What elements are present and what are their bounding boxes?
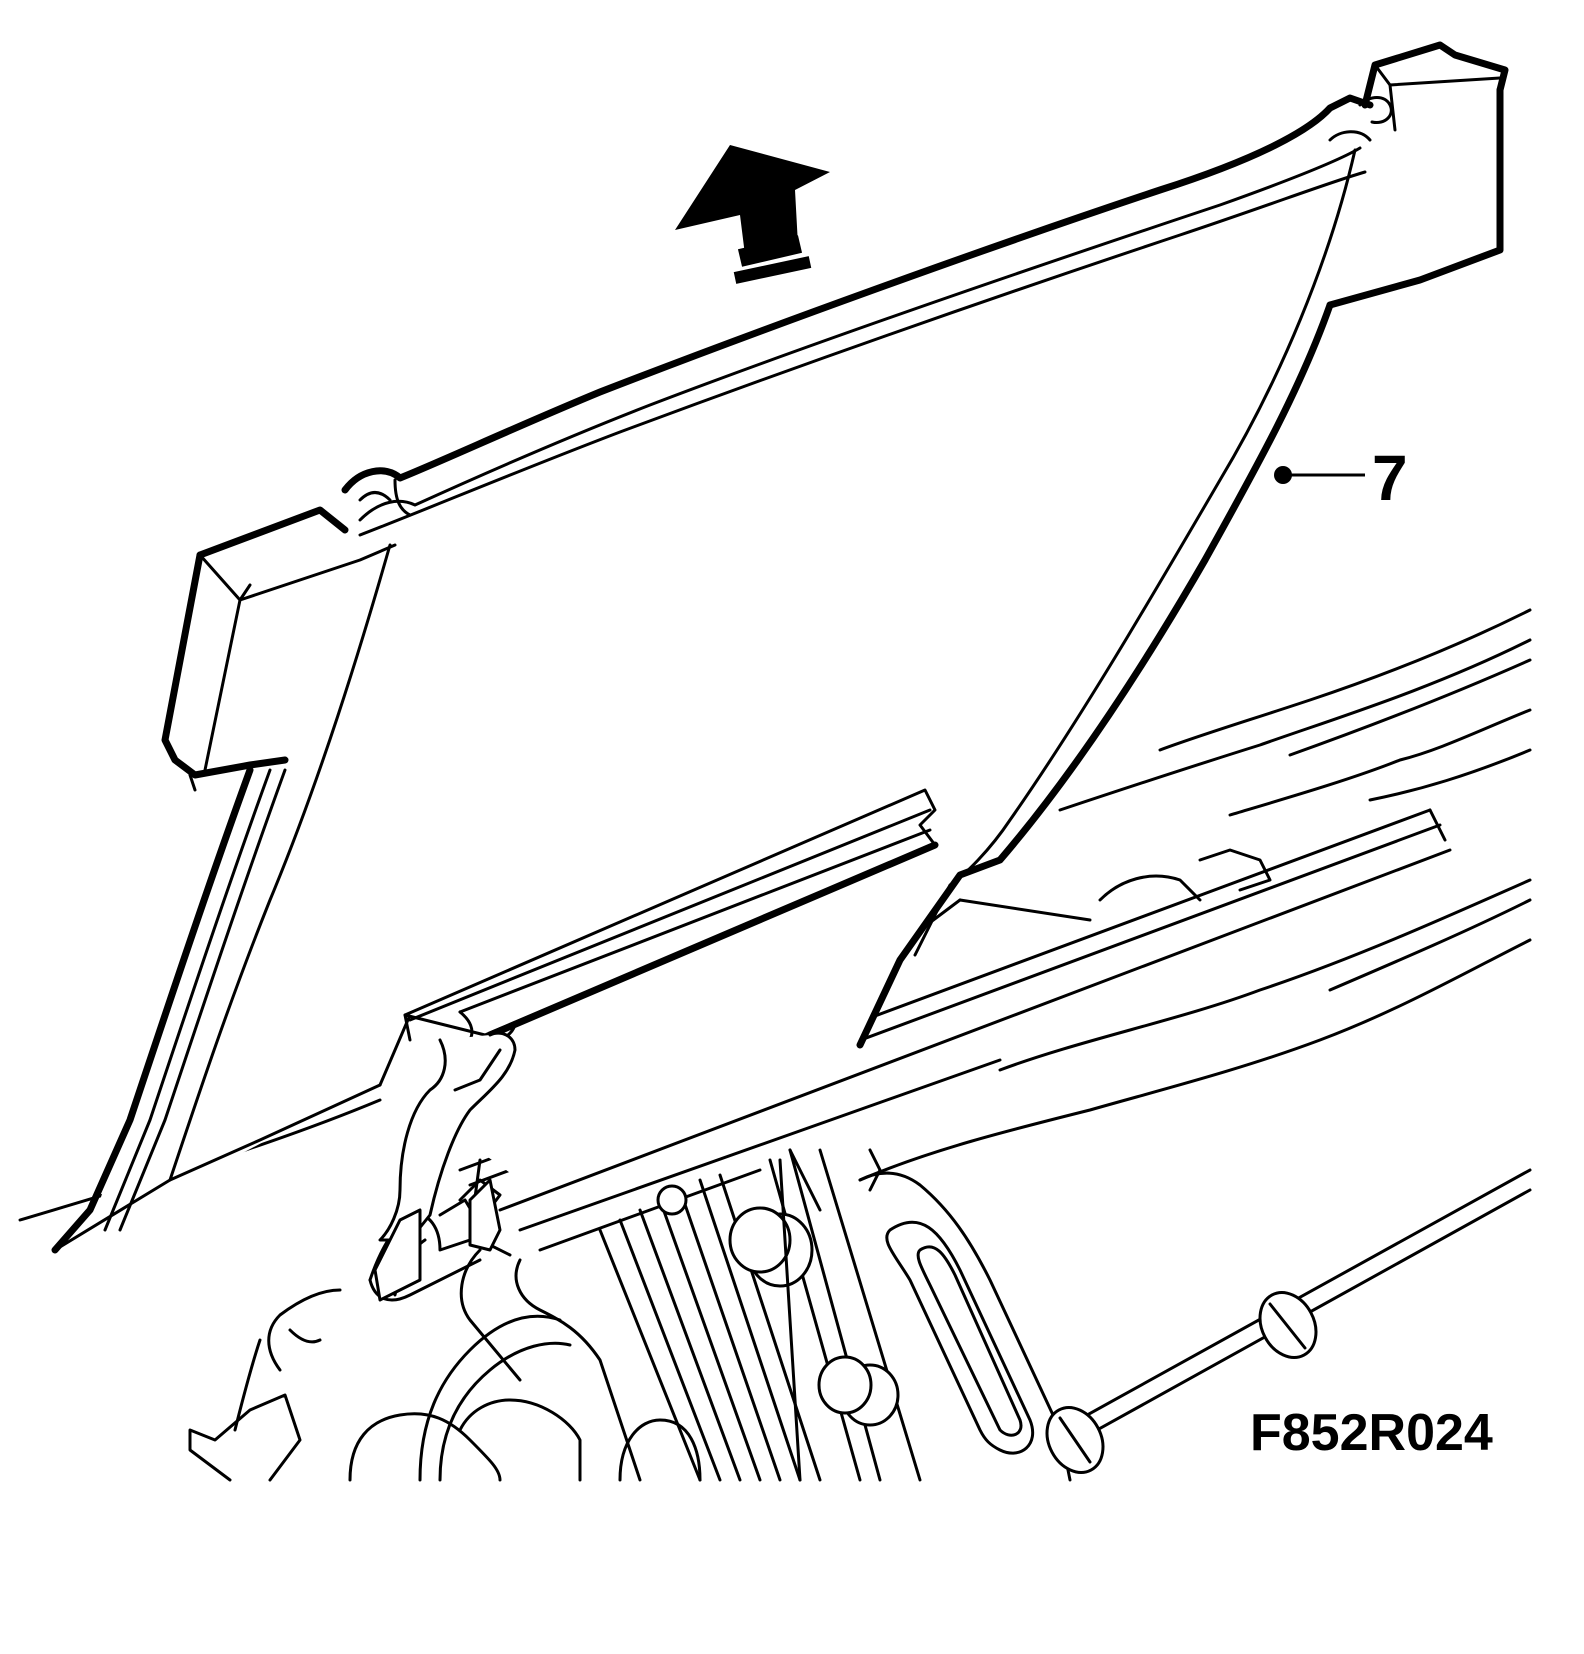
trim-panel bbox=[51, 41, 1509, 1254]
callout-7-label: 7 bbox=[1372, 442, 1408, 514]
windscreen-strip bbox=[373, 788, 939, 1302]
arrow-up-icon bbox=[675, 145, 830, 284]
callout-7: 7 bbox=[1274, 442, 1408, 514]
figure-id: F852R024 bbox=[1250, 1404, 1493, 1462]
